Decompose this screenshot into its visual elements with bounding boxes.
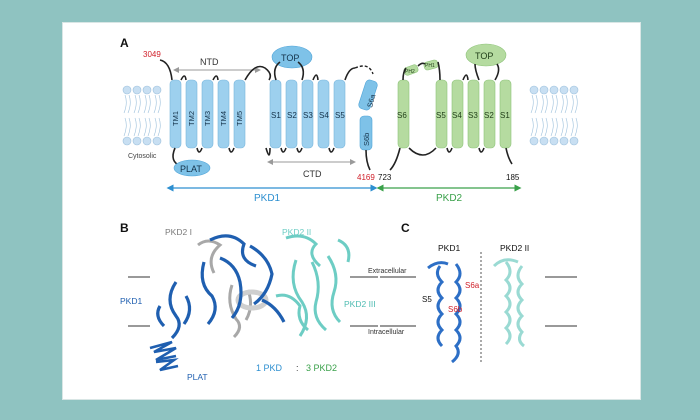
pkd2-i-label: PKD2 I <box>165 227 192 237</box>
stoich-pkd1: 1 PKD <box>256 363 283 373</box>
pkd2-ii-ribbon <box>492 258 525 348</box>
top-domain-pkd2 <box>465 43 507 67</box>
helix-pkd1-s5 <box>333 79 346 149</box>
intracellular-label: Intracellular <box>368 329 405 336</box>
pkd2-ii-label: PKD2 II <box>282 227 311 237</box>
pkd2-iii-label: PKD2 III <box>344 299 376 309</box>
s5-label: S5 <box>422 295 432 304</box>
residue-end-pkd1: 4169 <box>357 173 375 182</box>
panel-c-label: C <box>401 221 410 235</box>
pkd1-s-helices: S1 S2 S3 S4 S5 <box>269 79 346 149</box>
helix-s6b-label: S6b <box>362 133 371 146</box>
helix-s6a <box>358 79 378 111</box>
dashed-loop <box>354 65 374 75</box>
structure-ribbons <box>149 234 351 372</box>
pkd2-span-label: PKD2 <box>436 193 463 204</box>
residue-start-pkd1: 3049 <box>143 50 161 59</box>
helix-pkd2-s4-label: S4 <box>452 111 462 120</box>
cytosolic-label: Cytosolic <box>128 153 157 160</box>
figure-card <box>62 22 641 400</box>
helix-pkd1-s2 <box>285 79 298 149</box>
c-terminus-line <box>365 149 371 171</box>
pkd1-s-loops <box>265 61 356 156</box>
helix-pkd2-s3-label: S3 <box>468 111 478 120</box>
right-membrane <box>529 85 579 146</box>
extracellular-label: Extracellular <box>368 268 407 275</box>
helix-pkd2-s4 <box>451 79 464 149</box>
ribbon-pkd1 <box>156 234 286 340</box>
top-domain-pkd1 <box>271 45 313 69</box>
helix-tm2 <box>185 79 198 149</box>
n-terminus-line <box>159 59 173 81</box>
pkd2-ii-c-label: PKD2 II <box>500 243 529 253</box>
pkd1-c-label: PKD1 <box>438 243 460 253</box>
left-membrane <box>122 85 162 146</box>
ph1-label: PH1 <box>425 63 435 69</box>
helix-pkd2-s1-label: S1 <box>500 111 510 120</box>
helix-pkd1-s4 <box>317 79 330 149</box>
pkd1-tm-helices: TM1 TM2 TM3 TM4 TM5 <box>169 79 246 149</box>
helix-pkd2-s5 <box>435 79 448 149</box>
stoich-pkd2: 3 PKD2 <box>306 363 337 373</box>
pkd1-structure-label: PKD1 <box>120 296 142 306</box>
helix-pkd1-s2-label: S2 <box>287 111 297 120</box>
helix-pkd2-s3 <box>467 79 480 149</box>
helix-tm3 <box>201 79 214 149</box>
helix-tm5-label: TM5 <box>235 111 244 126</box>
pkd1-s5-s6-ribbon <box>427 261 462 364</box>
stoich-sep: : <box>296 363 299 373</box>
top-pkd2-label: TOP <box>475 51 493 61</box>
panel-a-label: A <box>120 36 129 50</box>
panel-a: A Cytosolic 3049 NTD <box>120 36 579 204</box>
helix-pkd1-s3 <box>301 79 314 149</box>
helix-tm1 <box>169 79 182 149</box>
helix-tm5 <box>233 79 246 149</box>
pkd2-helices: S6 S5 S4 S3 S2 S1 <box>397 79 512 149</box>
helix-pkd2-s6-label: S6 <box>397 111 407 120</box>
plat-label: PLAT <box>180 164 202 174</box>
helix-tm3-label: TM3 <box>203 111 212 126</box>
helix-tm1-label: TM1 <box>171 111 180 126</box>
residue-start-pkd2: 723 <box>378 173 392 182</box>
ntd-label: NTD <box>200 57 219 67</box>
ph2-label: PH2 <box>405 69 415 75</box>
panel-c: C PKD1 PKD2 II Extracellular Intracellul… <box>368 221 577 364</box>
ribbon-plat <box>149 340 179 372</box>
s6b-c-label: S6b <box>448 305 463 314</box>
helix-pkd1-s5-label: S5 <box>335 111 345 120</box>
plat-domain <box>173 159 211 177</box>
panel-b-label: B <box>120 221 129 235</box>
plat-structure-label: PLAT <box>187 372 208 382</box>
helix-s6a-label: S6a <box>365 92 377 108</box>
helix-pkd1-s3-label: S3 <box>303 111 313 120</box>
helix-tm4-label: TM4 <box>219 111 228 126</box>
helix-pkd2-s1 <box>499 79 512 149</box>
pkd2-loops <box>389 61 513 171</box>
helix-pkd2-s5-label: S5 <box>436 111 446 120</box>
helix-pkd1-s4-label: S4 <box>319 111 329 120</box>
ribbon-pkd2-i <box>197 239 269 339</box>
helix-pkd2-s2-label: S2 <box>484 111 494 120</box>
helix-tm2-label: TM2 <box>187 111 196 126</box>
helix-pkd1-s1-label: S1 <box>271 111 281 120</box>
ctd-label: CTD <box>303 169 322 179</box>
ribbon-pkd2-ii-iii <box>275 234 351 337</box>
s6a-c-label: S6a <box>465 281 480 290</box>
helix-pkd2-s2 <box>483 79 496 149</box>
panel-b: B <box>120 221 378 382</box>
top-pkd1-label: TOP <box>281 53 299 63</box>
pkd1-span-label: PKD1 <box>254 193 281 204</box>
helix-tm4 <box>217 79 230 149</box>
residue-end-pkd2: 185 <box>506 173 520 182</box>
